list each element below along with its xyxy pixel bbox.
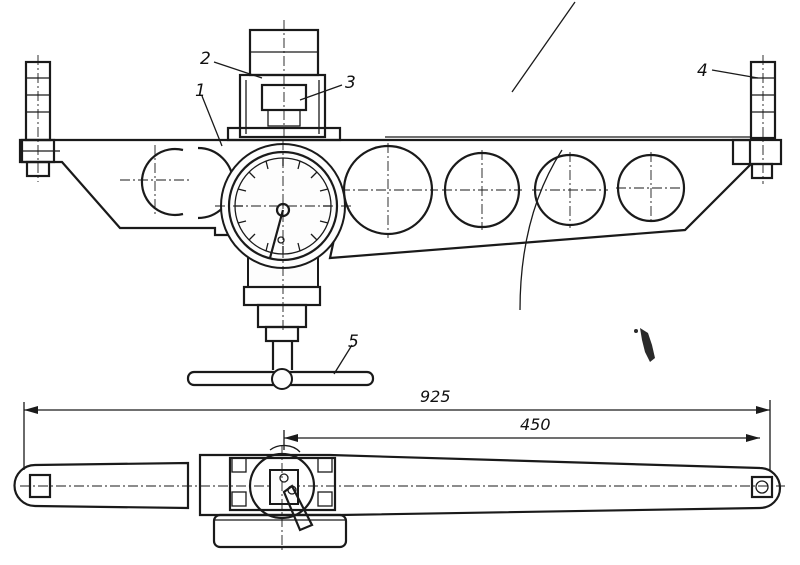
- leader-lines: [201, 61, 759, 375]
- dial-indicator: [215, 140, 351, 343]
- dial-ticks: [235, 158, 331, 254]
- support-span-dimension: 450: [520, 415, 551, 434]
- top-view: [13, 444, 785, 552]
- right-support-screw: [731, 55, 783, 184]
- front-view: [18, 1, 783, 390]
- top-view-dial-block: [212, 444, 348, 552]
- part-label-5: 5: [348, 332, 359, 352]
- part-label-3: 3: [345, 73, 356, 93]
- part-label-1: 1: [195, 81, 206, 101]
- hole-centerlines: [120, 143, 688, 238]
- part-label-4: 4: [697, 61, 708, 81]
- left-half-cutout: [140, 147, 184, 217]
- top-view-right-foot: [750, 475, 774, 499]
- scan-specks: [634, 328, 655, 362]
- left-support-screw: [20, 55, 56, 182]
- section-line: [511, 1, 576, 93]
- adjusting-handle: [186, 341, 375, 390]
- section-curve: [519, 149, 563, 311]
- dimension-lines: [23, 400, 771, 470]
- top-view-beam: [13, 461, 190, 510]
- top-view-left-foot: [28, 473, 52, 499]
- level-housing: [226, 20, 342, 142]
- overall-length-dimension: 925: [420, 387, 451, 406]
- part-label-2: 2: [200, 49, 211, 69]
